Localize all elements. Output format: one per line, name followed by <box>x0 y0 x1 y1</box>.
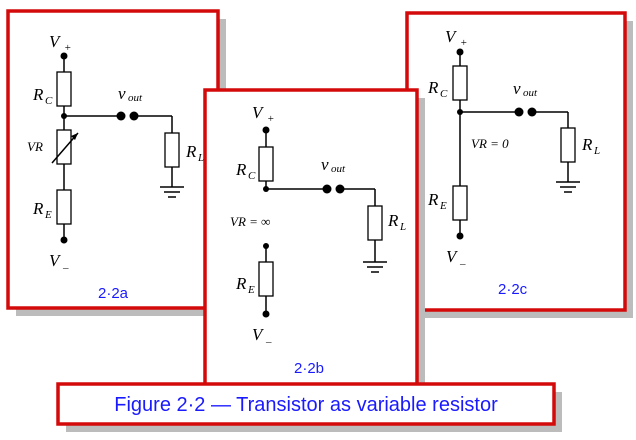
figure-caption: Figure 2·2 — Transistor as variable resi… <box>114 394 498 416</box>
v-minus-label: V <box>252 325 265 344</box>
re-label: R <box>235 274 247 293</box>
vout-label: v <box>118 84 126 103</box>
rc-subscript: C <box>45 95 53 107</box>
ground-symbol <box>160 186 184 198</box>
rc-subscript: C <box>440 88 448 100</box>
rc-resistor <box>258 146 274 182</box>
vr-label: VR <box>27 139 43 154</box>
v-minus-label: V <box>446 247 459 266</box>
vr-label: VR = ∞ <box>230 214 270 229</box>
vout-label: v <box>513 79 521 98</box>
panel-2-2c: V + R C v out R L VR = 0 R E V – 2·2c <box>405 11 633 318</box>
panel-label: 2·2b <box>294 360 324 377</box>
vout-subscript: out <box>128 92 143 104</box>
rc-label: R <box>427 78 439 97</box>
vout-terminal-left <box>322 184 332 194</box>
panel-frame <box>6 9 220 310</box>
rc-subscript: C <box>248 170 256 182</box>
vout-label: v <box>321 155 329 174</box>
v-plus-label: V <box>49 32 62 51</box>
rl-subscript: L <box>399 221 406 233</box>
rc-resistor <box>452 65 468 101</box>
panel-label: 2·2a <box>98 285 129 302</box>
v-plus-subscript: + <box>64 42 71 54</box>
panel-2-2b: V + R C v out R L VR = ∞ R E V – <box>203 88 425 396</box>
rc-resistor <box>56 71 72 107</box>
re-resistor <box>258 261 274 297</box>
v-minus-terminal <box>60 236 68 244</box>
rl-subscript: L <box>197 152 204 164</box>
re-resistor <box>56 189 72 225</box>
panel-frame <box>203 88 419 390</box>
re-subscript: E <box>44 209 52 221</box>
vout-subscript: out <box>331 163 346 175</box>
v-minus-terminal <box>262 310 270 318</box>
caption-frame <box>56 382 556 426</box>
vr-variable-resistor <box>56 129 72 165</box>
rl-resistor <box>560 127 576 163</box>
v-plus-label: V <box>445 27 458 46</box>
v-plus-label: V <box>252 103 265 122</box>
rc-label: R <box>32 85 44 104</box>
figure-caption-box: Figure 2·2 — Transistor as variable resi… <box>56 382 562 432</box>
panel-frame <box>405 11 627 312</box>
rl-label: R <box>185 142 197 161</box>
v-minus-label: V <box>49 251 62 270</box>
vout-subscript: out <box>523 87 538 99</box>
rc-label: R <box>235 160 247 179</box>
v-plus-subscript: + <box>267 113 274 125</box>
vout-terminal-left <box>116 111 126 121</box>
rl-subscript: L <box>593 145 600 157</box>
panel-label: 2·2c <box>498 281 528 298</box>
v-plus-subscript: + <box>460 37 467 49</box>
re-subscript: E <box>247 284 255 296</box>
re-label: R <box>427 190 439 209</box>
re-label: R <box>32 199 44 218</box>
rl-label: R <box>581 135 593 154</box>
rl-resistor <box>367 205 383 241</box>
v-minus-terminal <box>456 232 464 240</box>
ground-symbol <box>556 181 580 193</box>
panel-2-2a: V + R C v out R L VR R E V <box>6 9 226 316</box>
v-minus-subscript: – <box>459 258 466 270</box>
re-subscript: E <box>439 200 447 212</box>
vr-label: VR = 0 <box>471 136 509 151</box>
ground-symbol <box>363 261 387 273</box>
rl-label: R <box>387 211 399 230</box>
rl-resistor <box>164 132 180 168</box>
v-minus-subscript: – <box>62 262 69 274</box>
re-resistor <box>452 185 468 221</box>
v-minus-subscript: – <box>265 336 272 348</box>
vout-terminal-left <box>514 107 524 117</box>
